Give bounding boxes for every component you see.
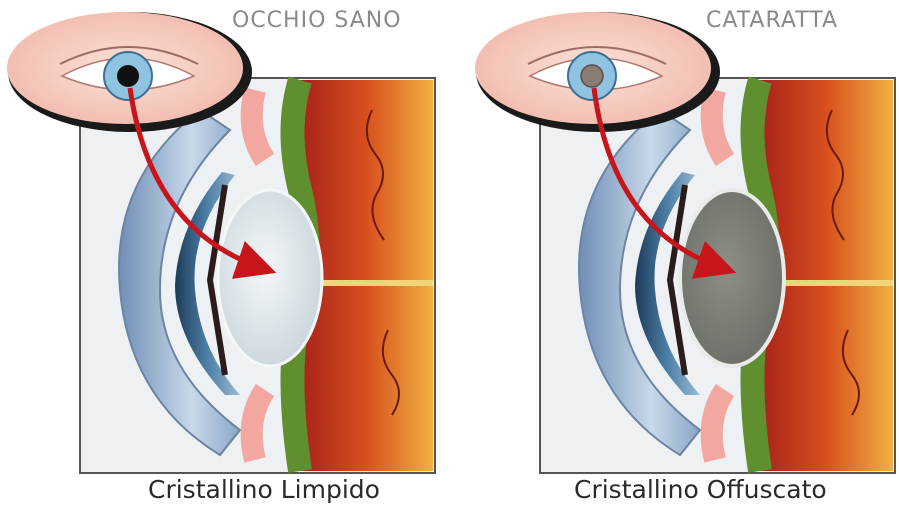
- cataract-caption: Cristallino Offuscato: [574, 475, 827, 504]
- healthy-title: OCCHIO SANO: [232, 8, 402, 33]
- healthy-panel: [7, 12, 435, 473]
- cataract-title: CATARATTA: [706, 8, 838, 33]
- healthy-caption: Cristallino Limpido: [148, 475, 380, 504]
- healthy-eye-thumbnail: [7, 12, 252, 132]
- healthy-lens: [218, 190, 322, 366]
- cataract-pupil: [581, 65, 603, 87]
- cataract-panel: [475, 12, 895, 473]
- healthy-pupil: [117, 65, 139, 87]
- cataract-lens: [680, 190, 784, 366]
